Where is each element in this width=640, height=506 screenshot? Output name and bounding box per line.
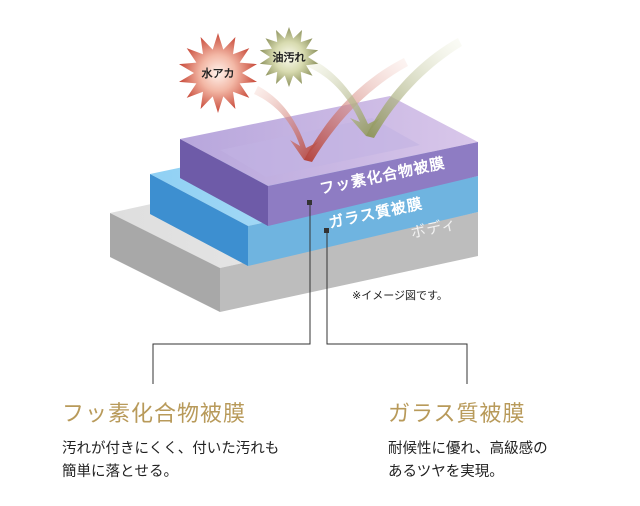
glass-leader-line (324, 228, 468, 384)
image-note: ※イメージ図です。 (352, 289, 448, 302)
oil-stain-label: 油汚れ (273, 50, 306, 64)
glass-callout-desc: 耐候性に優れ、高級感の あるツヤを実現。 (388, 438, 548, 484)
water-stain-label: 水アカ (202, 66, 235, 80)
glass-desc-line: あるツヤを実現。 (388, 464, 504, 480)
fluoro-desc-line: 簡単に落とせる。 (62, 464, 178, 480)
fluoro-desc-line: 汚れが付きにくく、付いた汚れも (62, 441, 280, 457)
fluoro-callout: フッ素化合物被膜 汚れが付きにくく、付いた汚れも 簡単に落とせる。 (62, 396, 279, 484)
glass-desc-line: 耐候性に優れ、高級感の (388, 441, 548, 457)
glass-callout: ガラス質被膜 耐候性に優れ、高級感の あるツヤを実現。 (388, 396, 548, 484)
fluoro-callout-desc: 汚れが付きにくく、付いた汚れも 簡単に落とせる。 (62, 438, 279, 484)
glass-callout-title: ガラス質被膜 (388, 402, 526, 427)
oil-stain-burst: 油汚れ (259, 27, 319, 87)
oil-stain-arrow (306, 38, 462, 138)
fluoro-layer (180, 96, 478, 226)
fluoro-leader-line (152, 200, 312, 384)
water-stain-burst: 水アカ (179, 33, 257, 113)
water-stain-arrow (254, 58, 408, 162)
fluoro-callout-title: フッ素化合物被膜 (62, 402, 247, 427)
